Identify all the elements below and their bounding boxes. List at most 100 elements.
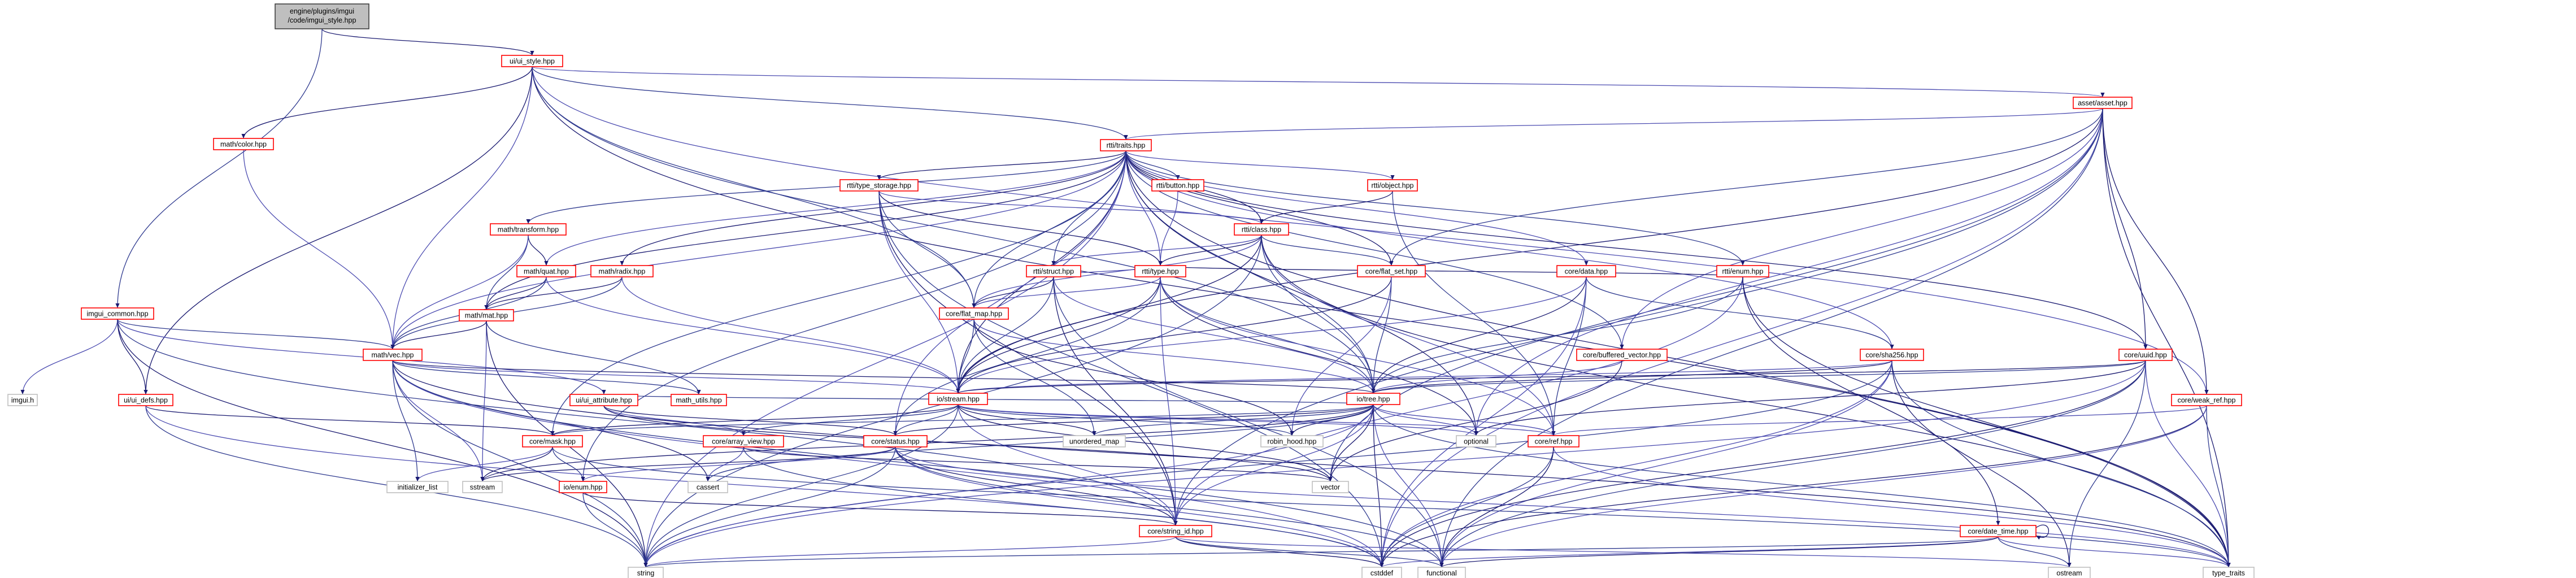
node-io-tree[interactable]: io/tree.hpp (1346, 393, 1400, 405)
edge-core-flat-map-to-io-stream (956, 319, 974, 394)
edge-asset-asset-to-core-uuid (2102, 108, 2148, 350)
node-label: /code/imgui_style.hpp (288, 16, 356, 24)
node-rtti-button[interactable]: rtti/button.hpp (1151, 179, 1204, 192)
node-core-data[interactable]: core/data.hpp (1556, 265, 1616, 277)
edge-core-string-id-to-cstddef (1175, 536, 1384, 568)
node-rtti-enum[interactable]: rtti/enum.hpp (1716, 265, 1769, 277)
edge-io-tree-to-core-status (893, 404, 1374, 436)
edge-rtti-struct-to-io-stream (956, 276, 1054, 394)
node-core-flat-map[interactable]: core/flat_map.hpp (939, 307, 1009, 320)
node-label: core/flat_set.hpp (1365, 268, 1417, 276)
node-core-array-view[interactable]: core/array_view.hpp (703, 435, 784, 447)
edge-io-tree-to-functional (1373, 404, 1444, 568)
node-label: io/enum.hpp (564, 484, 603, 492)
node-math-radix[interactable]: math/radix.hpp (590, 265, 654, 277)
node-io-enum[interactable]: io/enum.hpp (559, 481, 607, 493)
node-io-stream[interactable]: io/stream.hpp (928, 393, 988, 405)
node-core-string-id[interactable]: core/string_id.hpp (1139, 525, 1212, 537)
node-core-status[interactable]: core/status.hpp (863, 435, 928, 447)
edge-asset-asset-to-functional (1439, 108, 2103, 568)
edge-core-sha256-to-cstddef (1380, 360, 1892, 568)
node-core-uuid[interactable]: core/uuid.hpp (2118, 349, 2173, 361)
edge-io-tree-to-core-mask (550, 404, 1374, 436)
edge-rtti-traits-to-rtti-enum (1125, 150, 1745, 266)
node-ui-defs[interactable]: ui/ui_defs.hpp (118, 394, 173, 406)
node-string: string (628, 567, 664, 578)
node-ui-attribute[interactable]: ui/ui_attribute.hpp (569, 394, 638, 406)
node-core-flat-set[interactable]: core/flat_set.hpp (1357, 265, 1426, 277)
node-box (1576, 349, 1668, 361)
node-core-weak-ref[interactable]: core/weak_ref.hpp (2171, 394, 2242, 406)
edge-rtti-traits-to-core-data (1125, 150, 1589, 266)
edge-io-tree-to-unordered-map (1092, 404, 1374, 436)
node-rtti-type[interactable]: rtti/type.hpp (1134, 265, 1186, 277)
edge-core-sha256-to-ostream (1891, 360, 2072, 568)
edge-core-sha256-to-io-stream (956, 360, 1892, 394)
edge-rtti-class-to-rtti-struct (1051, 234, 1262, 266)
edge-core-status-to-cstddef (895, 446, 1384, 568)
edge-core-date-time-to-functional (1439, 536, 1999, 568)
node-math-color[interactable]: math/color.hpp (213, 138, 274, 150)
node-core-ref[interactable]: core/ref.hpp (1528, 435, 1579, 447)
node-functional: functional (1417, 567, 1466, 578)
edge-imgui-common-to-string (117, 319, 648, 568)
node-math-vec[interactable]: math/vec.hpp (363, 349, 423, 361)
node-rtti-object[interactable]: rtti/object.hpp (1367, 179, 1418, 192)
edge-core-uuid-to-io-tree (1371, 360, 2146, 394)
node-root[interactable]: engine/plugins/imgui/code/imgui_style.hp… (275, 3, 369, 29)
node-rtti-struct[interactable]: rtti/struct.hpp (1026, 265, 1081, 277)
edge-math-color-to-math-vec (243, 149, 395, 350)
edge-io-tree-to-core-string-id (1173, 404, 1374, 526)
node-box (118, 394, 173, 406)
node-box (839, 179, 919, 192)
node-math-mat[interactable]: math/mat.hpp (459, 309, 514, 321)
file-nodes: engine/plugins/imgui/code/imgui_style.hp… (7, 3, 2255, 578)
node-label: unordered_map (1069, 438, 1119, 446)
node-cassert: cassert (687, 481, 728, 493)
node-label: engine/plugins/imgui (290, 7, 354, 15)
node-label: rtti/class.hpp (1242, 226, 1281, 234)
dependency-edges (20, 28, 2231, 568)
node-box (928, 393, 988, 405)
node-label: core/weak_ref.hpp (2178, 397, 2236, 405)
node-label: string (637, 570, 655, 577)
node-ui-style[interactable]: ui/ui_style.hpp (501, 55, 563, 67)
node-core-sha256[interactable]: core/sha256.hpp (1860, 349, 1924, 361)
edge-ui-style-to-core-weak-ref (532, 66, 2209, 395)
node-rtti-class[interactable]: rtti/class.hpp (1234, 223, 1289, 236)
edge-core-flat-set-to-robin-hood (1290, 276, 1392, 436)
node-box (2073, 97, 2133, 109)
node-label: core/data.hpp (1565, 268, 1608, 276)
edge-core-date-time-to-core-date-time (2035, 524, 2049, 540)
edge-ui-style-to-asset-asset (532, 66, 2104, 98)
node-rtti-type-storage[interactable]: rtti/type_storage.hpp (839, 179, 919, 192)
node-math-quat[interactable]: math/quat.hpp (516, 265, 576, 277)
edge-rtti-traits-to-math-transform (526, 150, 1126, 224)
edge-core-status-to-core-string-id (895, 446, 1178, 526)
node-imgui-common[interactable]: imgui_common.hpp (81, 307, 154, 320)
edge-rtti-type-storage-to-io-stream (878, 190, 960, 394)
node-rtti-traits[interactable]: rtti/traits.hpp (1100, 139, 1152, 151)
node-core-buffered-vector[interactable]: core/buffered_vector.hpp (1576, 349, 1668, 361)
edge-core-date-time-to-ostream (1998, 536, 2072, 568)
node-core-mask[interactable]: core/mask.hpp (522, 435, 583, 447)
edge-ui-style-to-math-vec (390, 66, 533, 350)
node-box (1346, 393, 1400, 405)
edge-rtti-traits-to-optional (1125, 150, 1478, 436)
edge-rtti-traits-to-core-flat-set (1125, 150, 1394, 266)
node-core-date-time[interactable]: core/date_time.hpp (1960, 525, 2037, 537)
node-math-utils[interactable]: math_utils.hpp (671, 394, 727, 406)
node-label: math_utils.hpp (676, 397, 721, 405)
node-asset-asset[interactable]: asset/asset.hpp (2073, 97, 2133, 109)
edge-rtti-enum-to-type-traits (1742, 276, 2231, 568)
edge-math-transform-to-math-vec (390, 234, 529, 350)
edge-core-sha256-to-functional (1439, 360, 1892, 568)
node-box (939, 307, 1009, 320)
node-label: math/quat.hpp (524, 268, 569, 276)
edge-math-radix-to-io-stream (621, 276, 960, 394)
node-label: core/sha256.hpp (1865, 351, 1918, 359)
node-box (462, 481, 503, 493)
node-math-transform[interactable]: math/transform.hpp (490, 223, 567, 236)
edge-io-enum-to-core-string-id (582, 492, 1178, 526)
edge-rtti-traits-to-rtti-button (1125, 150, 1180, 180)
